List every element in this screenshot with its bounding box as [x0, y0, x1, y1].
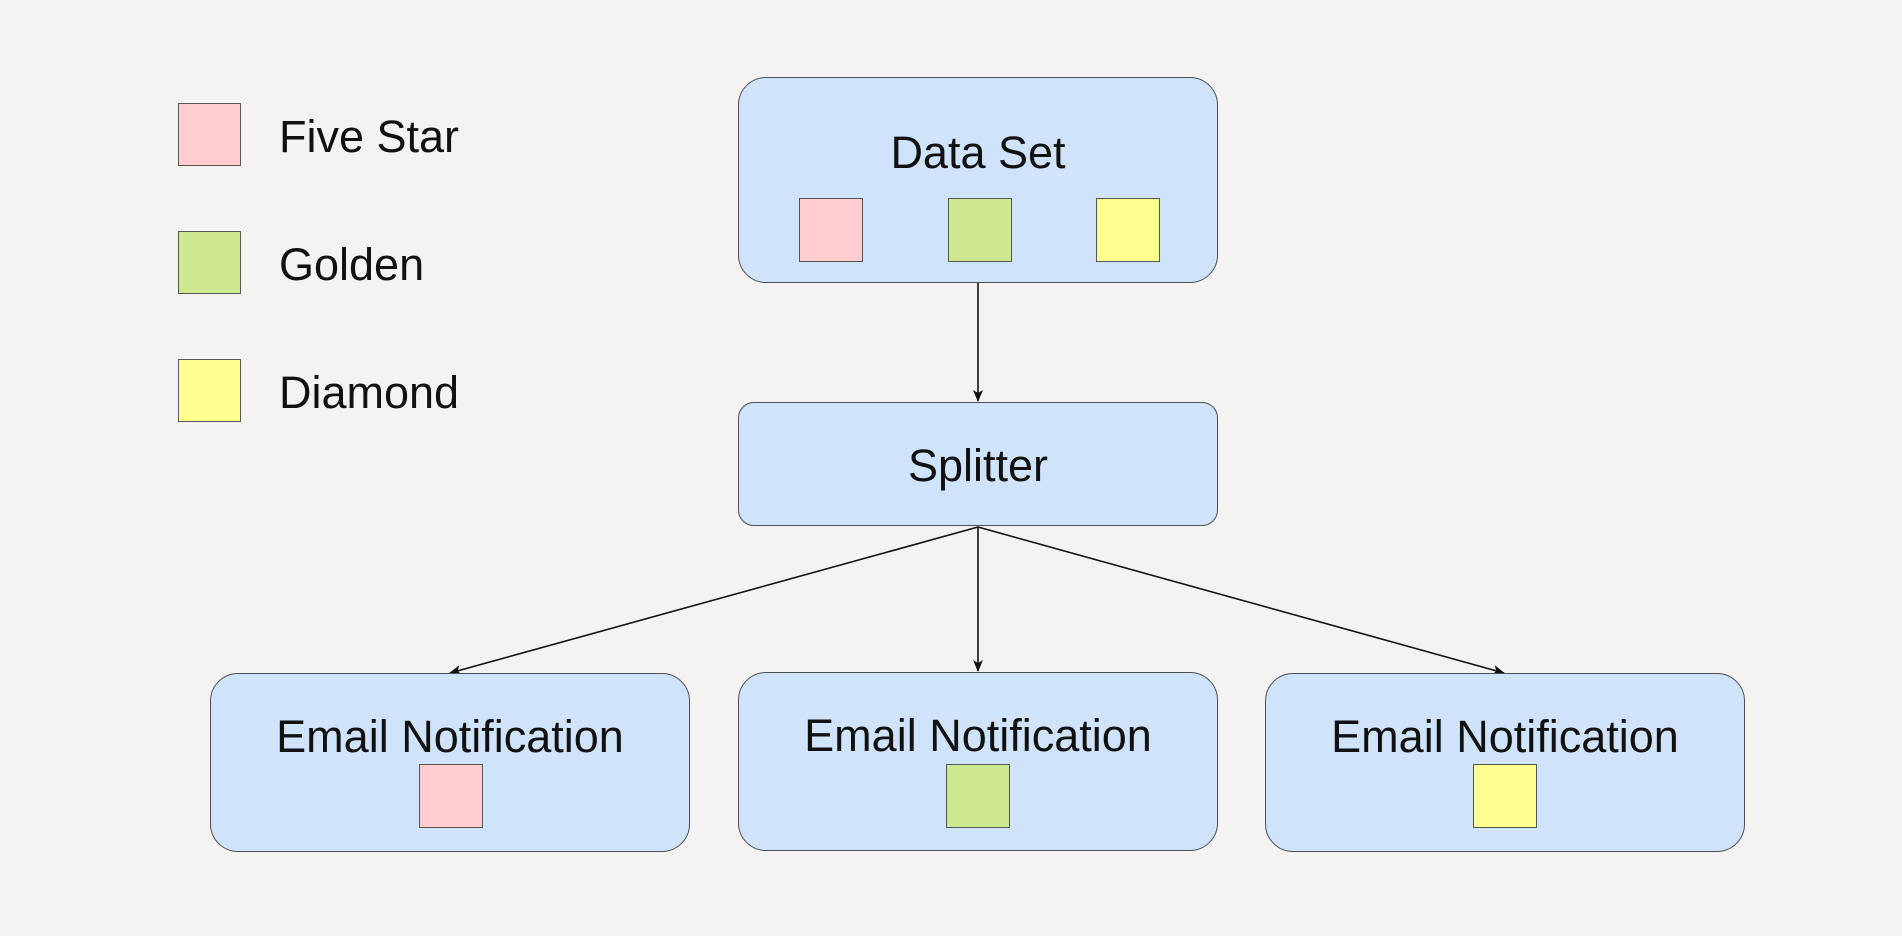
legend-label-golden: Golden	[279, 239, 425, 290]
email-notification-title: Email Notification	[1331, 711, 1679, 762]
email-notification-node-diamond: Email Notification	[1265, 673, 1745, 852]
email-notification-node-golden: Email Notification	[738, 672, 1218, 851]
email-notification-node-five-star: Email Notification	[210, 673, 690, 852]
email-notification-title: Email Notification	[276, 711, 624, 762]
email-notification-swatch-diamond	[1473, 764, 1537, 828]
splitter-title: Splitter	[907, 440, 1049, 491]
legend-swatch-golden	[178, 231, 241, 294]
splitter-node: Splitter	[738, 402, 1218, 526]
data-set-swatch-golden	[948, 198, 1012, 262]
data-set-title: Data Set	[890, 127, 1066, 178]
edge-splitter-to-email-3	[977, 526, 1505, 675]
email-notification-title: Email Notification	[804, 710, 1152, 761]
email-notification-swatch-five-star	[419, 764, 483, 828]
data-set-swatch-diamond	[1096, 198, 1160, 262]
edge-splitter-to-email-1	[449, 526, 979, 675]
legend-swatch-five-star	[178, 103, 241, 166]
legend-label-five-star: Five Star	[279, 111, 460, 162]
legend-label-diamond: Diamond	[279, 367, 460, 418]
data-set-node: Data Set	[738, 77, 1218, 283]
data-set-swatch-five-star	[799, 198, 863, 262]
legend-swatch-diamond	[178, 359, 241, 422]
email-notification-swatch-golden	[946, 764, 1010, 828]
